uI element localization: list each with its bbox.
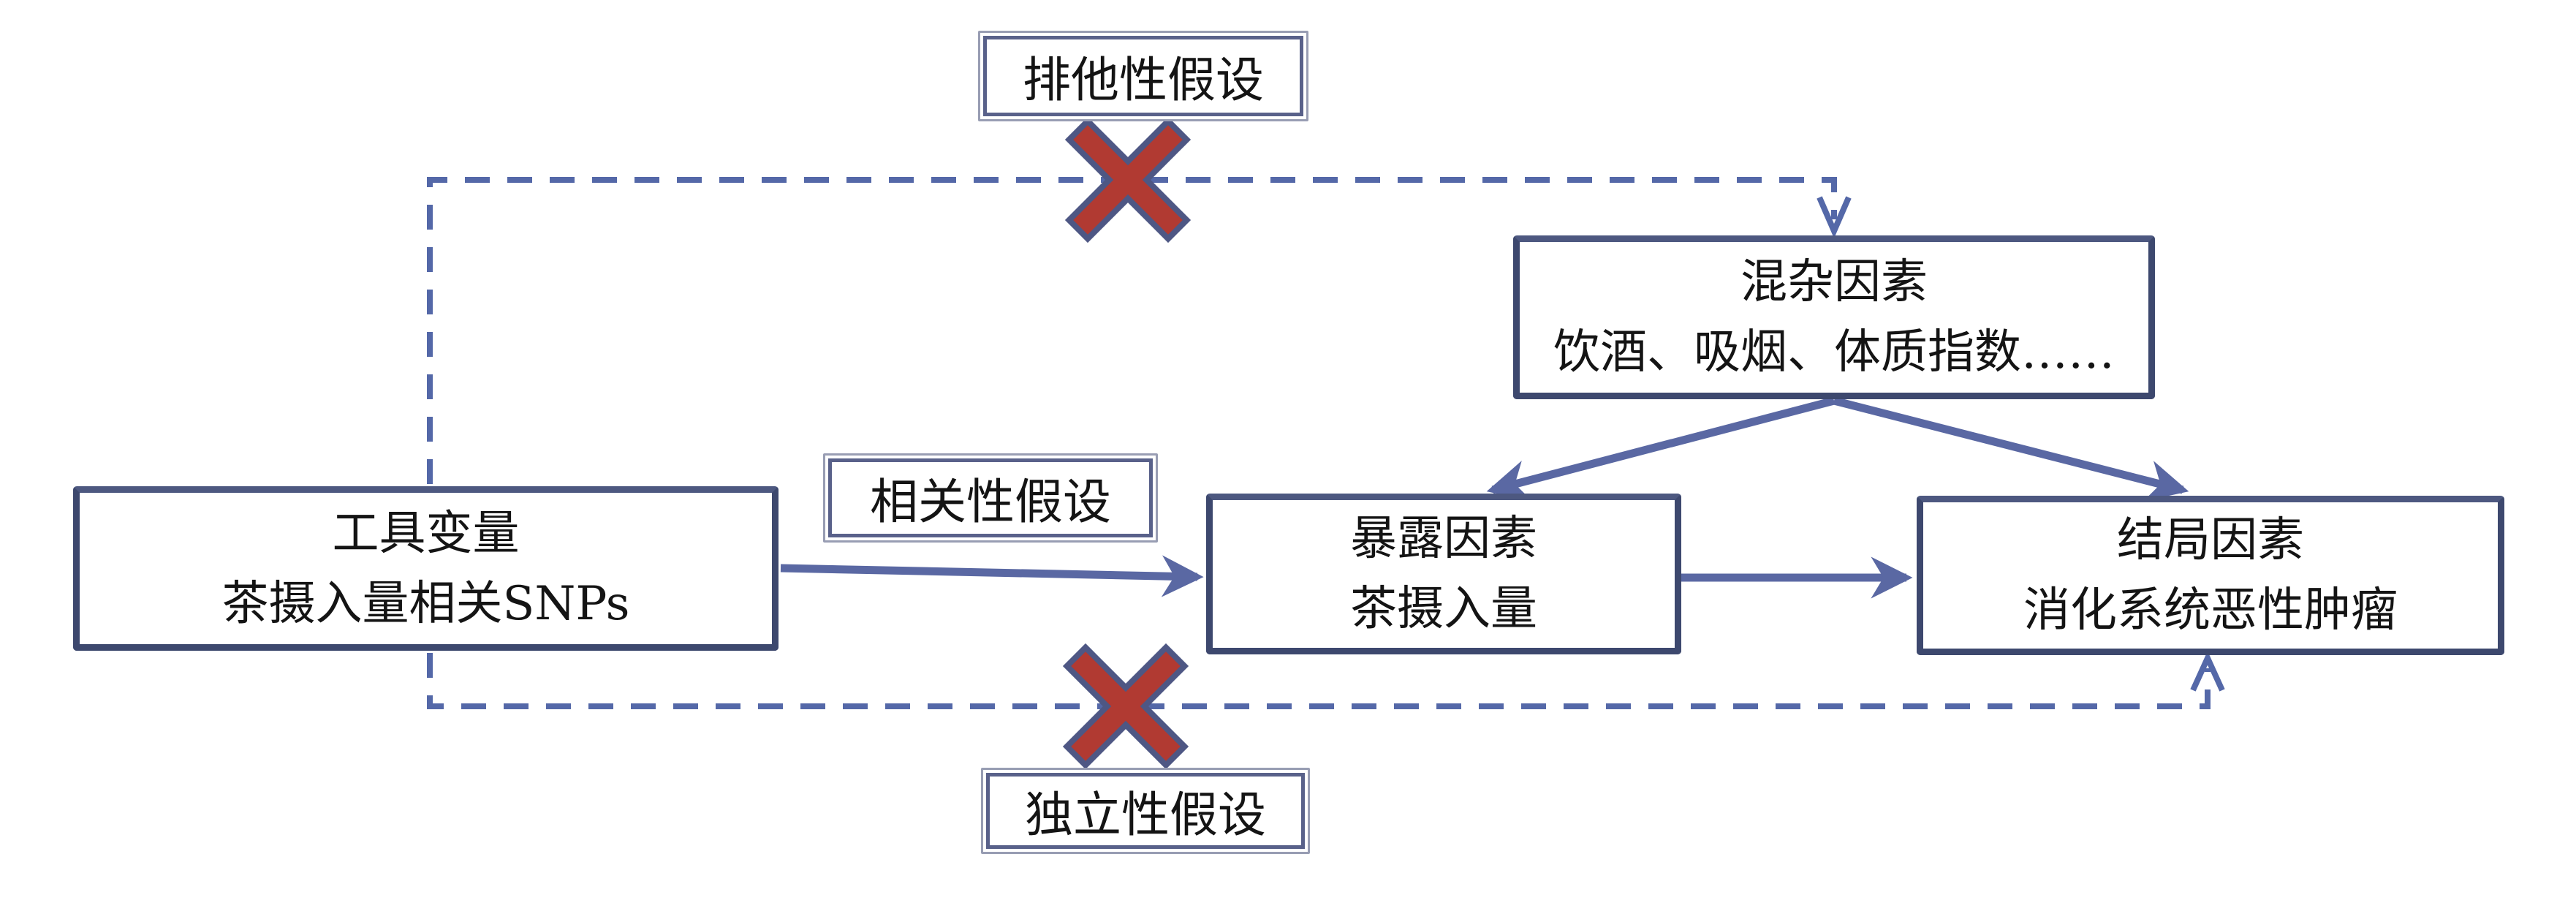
cross-top (1064, 116, 1192, 243)
cross-bottom (1062, 643, 1189, 770)
node-confounder-title: 混杂因素 (1740, 255, 1928, 309)
arrow-confounder-to-exposure (1486, 396, 1836, 502)
cross-bottom-red-icon (1071, 651, 1181, 761)
node-confounder-detail: 饮酒、吸烟、体质指数…… (1553, 325, 2115, 379)
arrow-confounder-to-outcome (1833, 396, 2189, 502)
dashed-line-independence (427, 653, 2211, 709)
node-instrumental-variable: 工具变量 茶摄入量相关SNPs (73, 486, 779, 651)
label-relevance-assumption: 相关性假设 (823, 453, 1158, 543)
node-confounding-factors: 混杂因素 饮酒、吸烟、体质指数…… (1513, 235, 2155, 399)
cross-top-red-icon (1073, 125, 1183, 235)
node-exposure-factor: 暴露因素 茶摄入量 (1206, 494, 1681, 654)
label-independence-assumption: 独立性假设 (981, 768, 1310, 854)
node-outcome-title: 结局因素 (2117, 513, 2304, 567)
dashed-line-exclusion (427, 177, 1837, 484)
label-relevance-text: 相关性假设 (828, 458, 1153, 537)
node-exposure-title: 暴露因素 (1350, 512, 1537, 566)
node-exposure-detail: 茶摄入量 (1350, 582, 1537, 636)
arrow-iv-to-exposure (780, 555, 1204, 597)
dashed-arrowhead-down-icon (1817, 196, 1852, 239)
node-outcome-detail: 消化系统恶性肿瘤 (2023, 583, 2398, 638)
node-instrumental-detail: 茶摄入量相关SNPs (221, 576, 630, 631)
label-exclusion-text: 排他性假设 (983, 36, 1303, 116)
node-instrumental-title: 工具变量 (332, 506, 520, 561)
node-outcome-factor: 结局因素 消化系统恶性肿瘤 (1917, 496, 2504, 655)
label-exclusion-assumption: 排他性假设 (978, 31, 1308, 121)
dashed-arrowhead-up-icon (2190, 651, 2225, 692)
label-independence-text: 独立性假设 (986, 773, 1305, 849)
